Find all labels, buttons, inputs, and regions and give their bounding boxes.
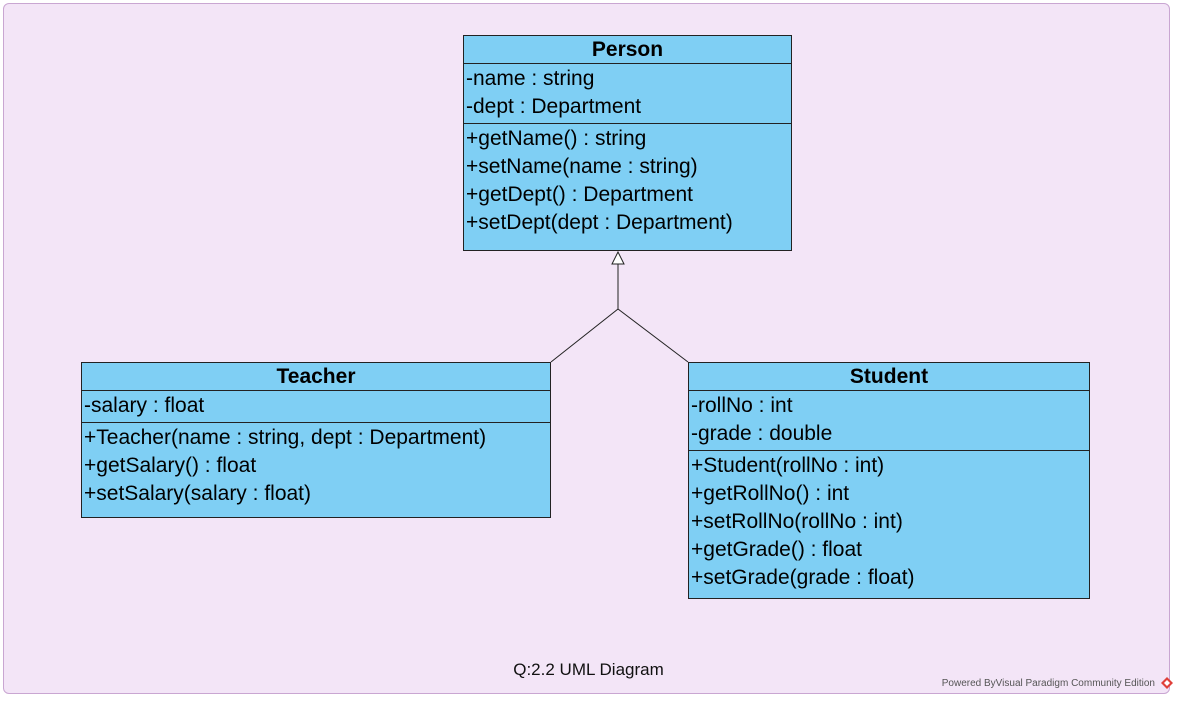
attribute: -name : string: [466, 67, 595, 90]
methods-compartment: +Teacher(name : string, dept : Departmen…: [82, 423, 550, 508]
class-teacher[interactable]: Teacher -salary : float +Teacher(name : …: [81, 362, 551, 518]
attribute: -dept : Department: [466, 95, 642, 118]
class-name: Person: [464, 36, 791, 64]
method: +setGrade(grade : float): [691, 566, 915, 589]
method: +getDept() : Department: [466, 183, 694, 206]
diagram-caption: Q:2.2 UML Diagram: [513, 660, 664, 679]
attributes-compartment: -salary : float: [82, 391, 550, 423]
attribute: -rollNo : int: [691, 394, 793, 417]
generalization-line-student: [617, 308, 689, 363]
method: +getSalary() : float: [84, 454, 257, 477]
attribute: -salary : float: [84, 394, 205, 417]
attributes-compartment: -rollNo : int -grade : double: [689, 391, 1089, 451]
attribute: -grade : double: [691, 422, 833, 445]
generalization-arrowhead: [611, 250, 625, 265]
method: +setDept(dept : Department): [466, 211, 733, 234]
visual-paradigm-logo-icon: [1161, 677, 1173, 689]
method: +setName(name : string): [466, 155, 698, 178]
class-name: Teacher: [82, 363, 550, 391]
method: +getRollNo() : int: [691, 482, 850, 505]
method: +getName() : string: [466, 127, 647, 150]
method: +getGrade() : float: [691, 538, 863, 561]
method: +setSalary(salary : float): [84, 482, 312, 505]
class-student[interactable]: Student -rollNo : int -grade : double +S…: [688, 362, 1090, 599]
method: +Teacher(name : string, dept : Departmen…: [84, 426, 487, 449]
method: +Student(rollNo : int): [691, 454, 885, 477]
methods-compartment: +getName() : string +setName(name : stri…: [464, 124, 791, 237]
method: +setRollNo(rollNo : int): [691, 510, 903, 533]
methods-compartment: +Student(rollNo : int) +getRollNo() : in…: [689, 451, 1089, 592]
attributes-compartment: -name : string -dept : Department: [464, 64, 791, 124]
generalization-line-teacher: [550, 264, 619, 363]
powered-by-credit: Powered ByVisual Paradigm Community Edit…: [941, 678, 1155, 689]
class-person[interactable]: Person -name : string -dept : Department…: [463, 35, 792, 251]
class-name: Student: [689, 363, 1089, 391]
